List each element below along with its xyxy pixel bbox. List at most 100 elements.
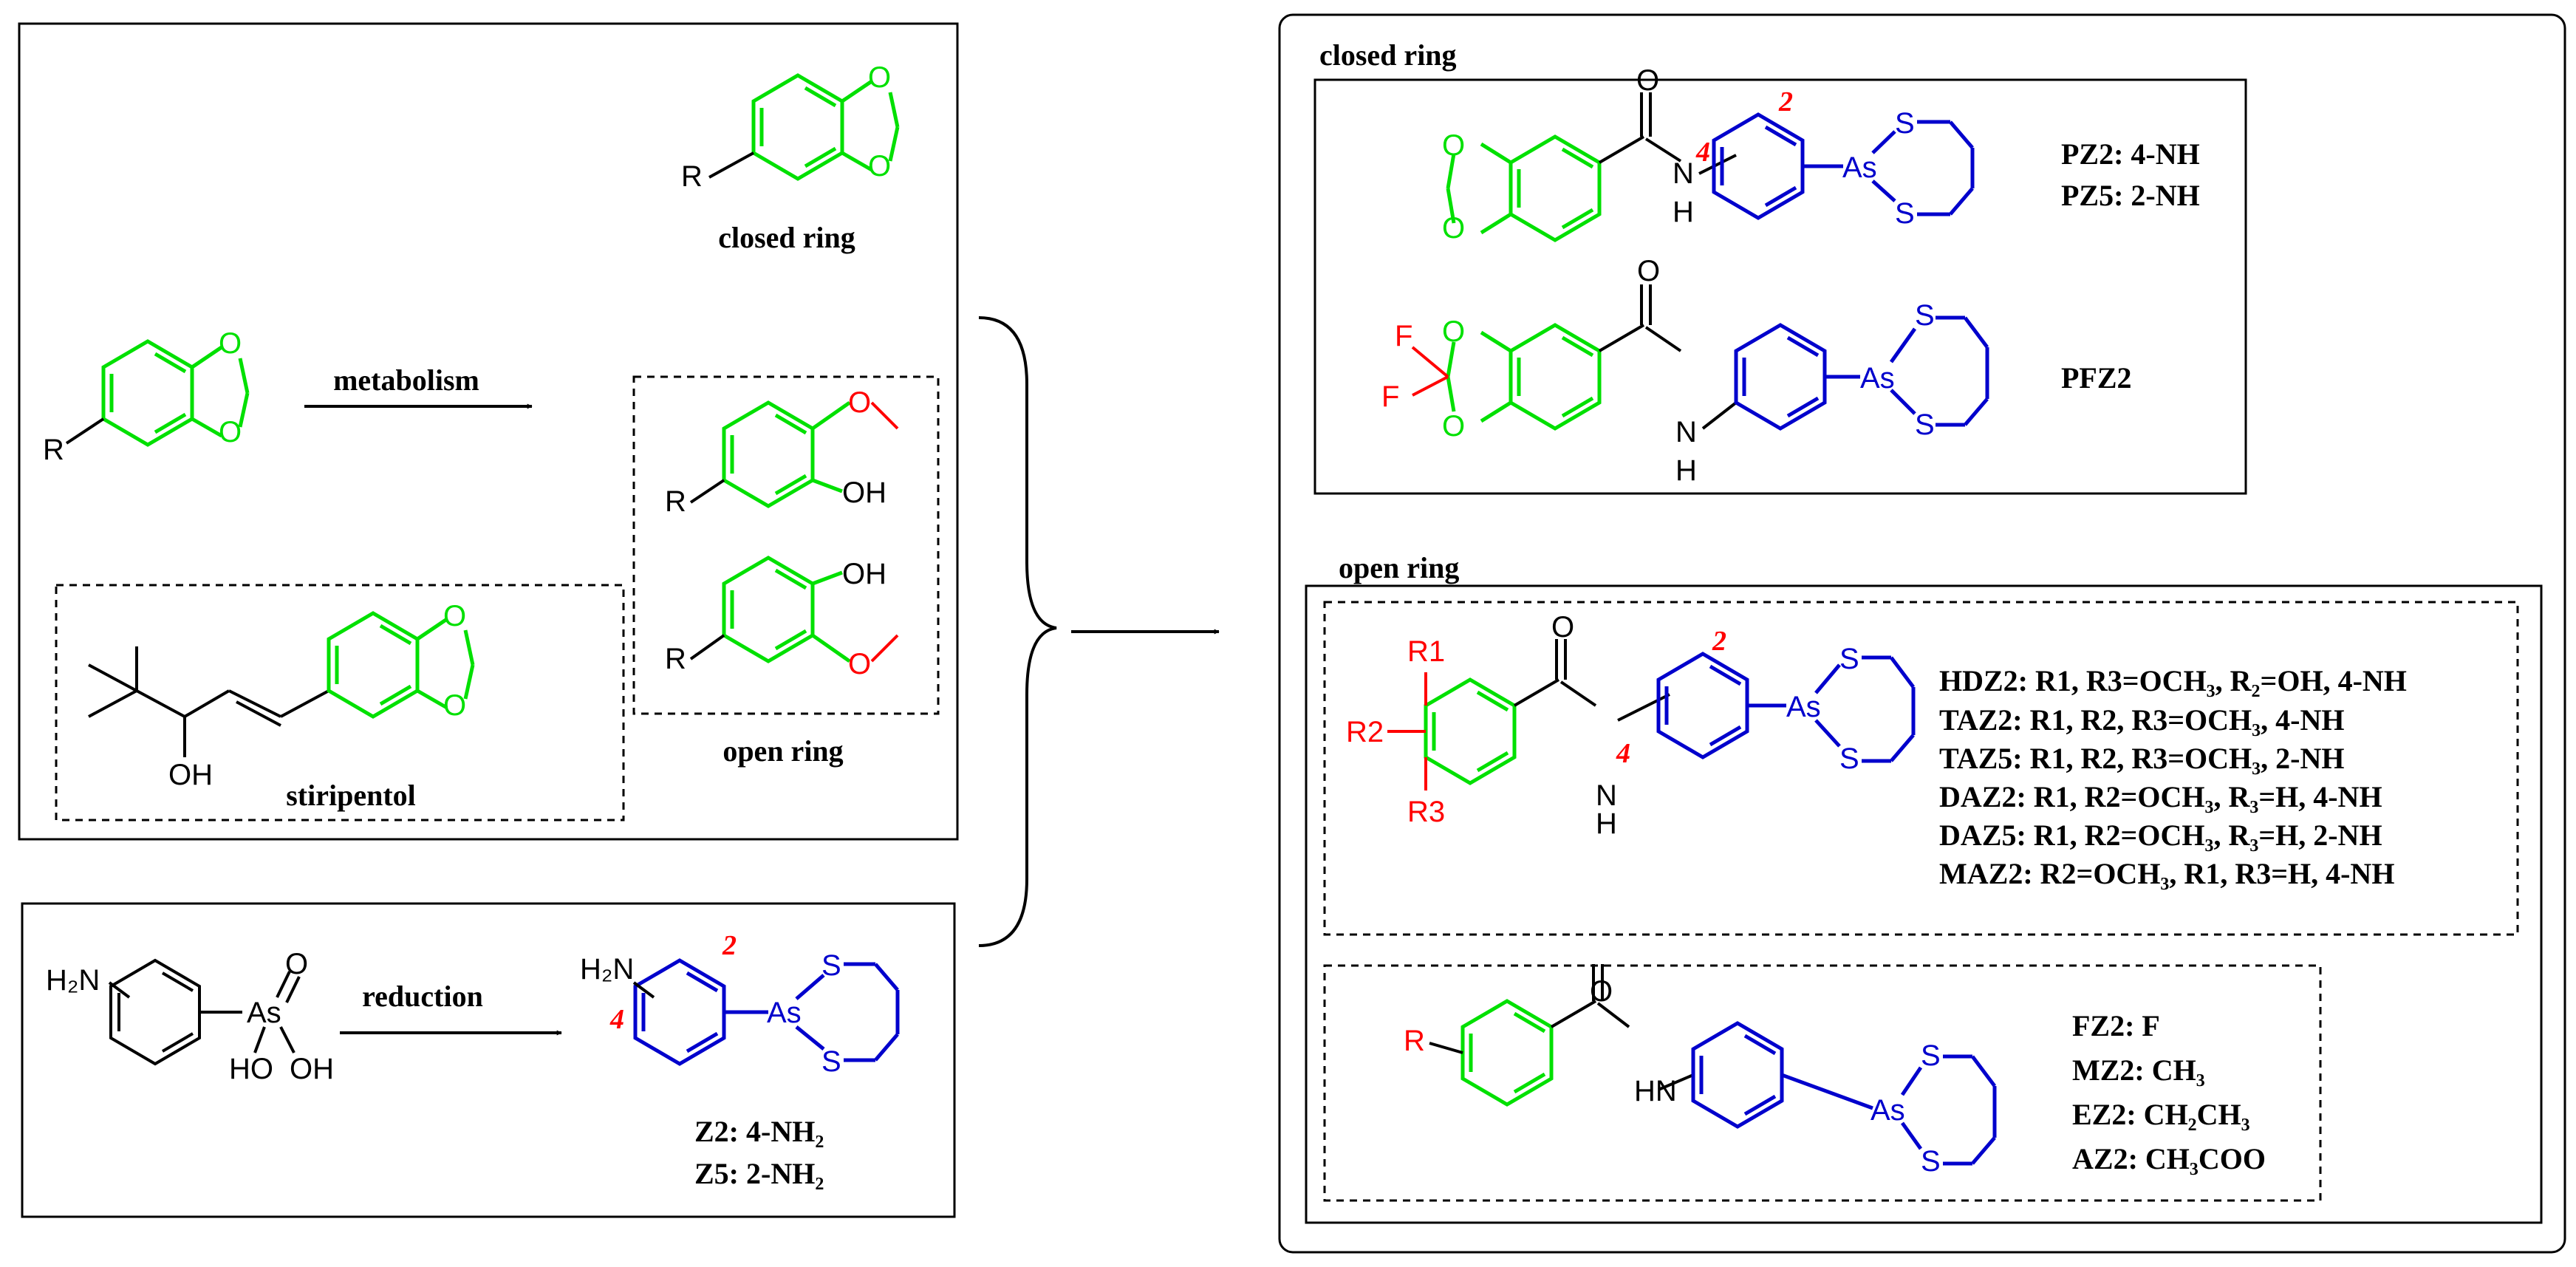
atom-s: S <box>1895 107 1915 140</box>
combine-brace <box>978 316 1057 947</box>
atom-n: N <box>1673 157 1694 190</box>
atom-r: R <box>43 434 64 466</box>
closed-ring-header: closed ring <box>1319 38 1457 72</box>
atom-ho: HO <box>229 1053 273 1085</box>
atom-h: H <box>1673 196 1694 228</box>
atom-h2n: H₂N <box>46 964 100 997</box>
atom-oh: OH <box>842 477 886 509</box>
methoxy-family-molecule: R1 R2 R3 O N H As S S 2 4 <box>1346 611 1916 840</box>
para-family-molecule: R O HN As S S <box>1404 964 1997 1178</box>
atom-s: S <box>821 949 841 982</box>
atom-oh: OH <box>168 759 213 791</box>
daz2-label: DAZ2: R1, R2=OCH₃, R₃=H, 4-NH <box>1939 780 2382 813</box>
atom-o: O <box>443 689 466 722</box>
atom-s: S <box>1839 643 1859 675</box>
atom-o: O <box>443 600 466 632</box>
atom-r: R <box>681 160 703 193</box>
atom-r2: R2 <box>1346 716 1384 748</box>
position-4-label: 4 <box>609 1004 624 1035</box>
maz2-label: MAZ2: R2=OCH₃, R1, R3=H, 4-NH <box>1939 857 2394 890</box>
para-family-box <box>1323 964 2322 1202</box>
atom-hn: HN <box>1634 1075 1677 1107</box>
position-4-label: 4 <box>1695 137 1710 168</box>
left-metabolism-panel <box>18 22 959 841</box>
atom-o: O <box>219 416 242 448</box>
atom-s: S <box>821 1045 841 1078</box>
atom-as: As <box>1842 151 1877 184</box>
atom-o: O <box>848 648 871 680</box>
atom-f: F <box>1395 320 1412 352</box>
taz2-label: TAZ2: R1, R2, R3=OCH₃, 4-NH <box>1939 703 2344 737</box>
atom-o: O <box>1442 315 1465 348</box>
fz2-label: FZ2: F <box>2072 1009 2160 1042</box>
ez2-label: EZ2: CH₂CH₃ <box>2072 1098 2250 1131</box>
atom-o: O <box>1551 611 1574 643</box>
atom-r: R <box>665 643 686 675</box>
pfz2-label: PFZ2 <box>2061 361 2132 395</box>
atom-f: F <box>1381 380 1399 413</box>
stiripentol-label: stiripentol <box>286 779 416 812</box>
atom-r1: R1 <box>1407 635 1445 668</box>
pz2-molecule: O O O N H As S S 2 4 <box>1442 64 1975 245</box>
atom-n: N <box>1596 779 1617 812</box>
position-2-label: 2 <box>1778 86 1793 117</box>
atom-o: O <box>1442 129 1465 162</box>
open-ring-molecule-1: O OH R <box>665 386 899 518</box>
atom-o: O <box>1442 410 1465 443</box>
open-ring-products-box <box>1305 584 2543 1224</box>
atom-o: O <box>848 386 871 419</box>
atom-s: S <box>1895 197 1915 230</box>
daz5-label: DAZ5: R1, R2=OCH₃, R₃=H, 2-NH <box>1939 819 2382 852</box>
atom-as: As <box>247 997 281 1029</box>
atom-s: S <box>1921 1145 1941 1178</box>
atom-s: S <box>1915 409 1935 441</box>
atom-o: O <box>868 61 891 94</box>
position-2-label: 2 <box>722 930 737 961</box>
atom-r: R <box>1404 1025 1425 1057</box>
mz2-label: MZ2: CH₃ <box>2072 1053 2205 1087</box>
atom-as: As <box>1786 691 1821 723</box>
metabolism-label: metabolism <box>333 363 479 397</box>
z2-label: Z2: 4-NH₂ <box>694 1115 824 1148</box>
atom-h: H <box>1596 807 1617 840</box>
atom-o: O <box>1636 64 1659 97</box>
atom-o: O <box>285 948 308 980</box>
atom-h: H <box>1675 454 1697 487</box>
closed-ring-label: closed ring <box>718 221 855 254</box>
position-2-label: 2 <box>1712 626 1726 657</box>
az2-label: AZ2: CH₃COO <box>2072 1142 2266 1175</box>
open-ring-header: open ring <box>1339 551 1459 584</box>
open-ring-molecule-2: OH O R <box>665 556 899 680</box>
atom-o: O <box>219 327 242 360</box>
left-reduction-panel <box>21 902 956 1218</box>
piperonyl-molecule: O O R <box>43 327 250 466</box>
methoxy-family-box <box>1323 601 2519 936</box>
atom-o: O <box>1637 255 1660 287</box>
atom-r: R <box>665 485 686 518</box>
stiripentol-molecule: O O OH <box>88 600 475 791</box>
stiripentol-box <box>55 584 625 822</box>
atom-s: S <box>1839 742 1859 775</box>
reduction-label: reduction <box>362 980 483 1013</box>
atom-h2n: H₂N <box>580 953 634 986</box>
atom-o: O <box>1442 212 1465 245</box>
z5-label: Z5: 2-NH₂ <box>694 1157 824 1190</box>
dithiarsinane-molecule: As S S H₂N 2 4 <box>580 930 900 1078</box>
atom-s: S <box>1921 1039 1941 1072</box>
taz5-label: TAZ5: R1, R2, R3=OCH₃, 2-NH <box>1939 742 2344 775</box>
pfz2-molecule: O O F F O N H As S S <box>1381 255 1989 487</box>
position-4-label: 4 <box>1616 738 1630 769</box>
atom-r3: R3 <box>1407 796 1445 828</box>
pz5-label: PZ5: 2-NH <box>2061 179 2200 212</box>
atom-o: O <box>868 150 891 182</box>
atom-as: As <box>767 997 802 1029</box>
atom-s: S <box>1915 299 1935 332</box>
atom-oh: OH <box>842 558 886 590</box>
closed-ring-products-box <box>1313 78 2247 495</box>
closed-ring-molecule: O O R <box>681 61 900 193</box>
arsonic-acid-molecule: As O HO OH H₂N <box>46 948 334 1085</box>
atom-as: As <box>1870 1094 1905 1127</box>
right-products-panel <box>1278 13 2566 1254</box>
pz2-label: PZ2: 4-NH <box>2061 137 2200 171</box>
